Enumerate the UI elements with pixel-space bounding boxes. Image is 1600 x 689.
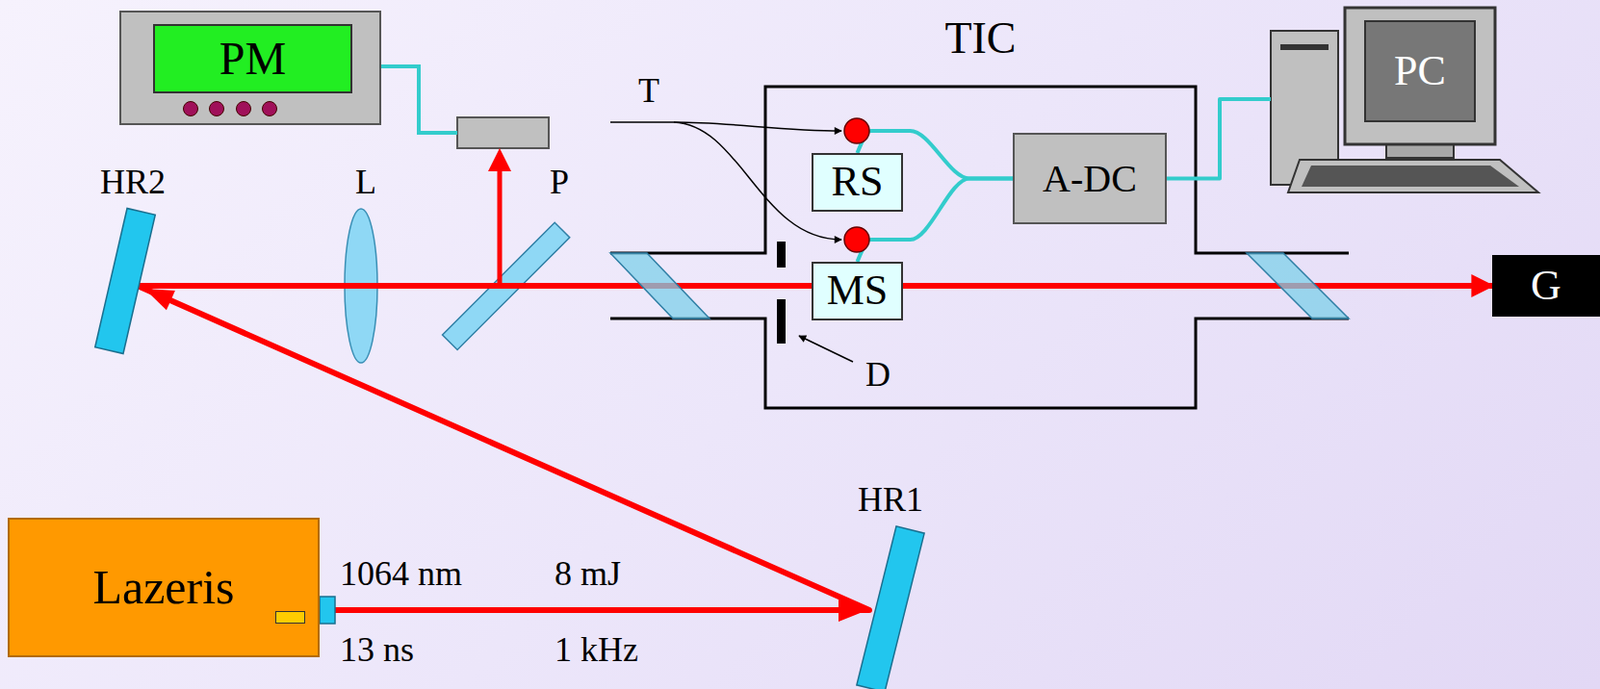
meter-knob xyxy=(235,101,252,117)
node-label: G xyxy=(1530,261,1562,311)
keyboard xyxy=(1288,159,1539,193)
part-label: D xyxy=(865,355,891,395)
part-label: HR1 xyxy=(857,480,924,520)
computer: PC xyxy=(1270,7,1539,195)
detector-cable xyxy=(381,66,458,133)
thermocouple-junction xyxy=(844,227,870,253)
sensor-box: RS xyxy=(811,153,904,212)
beam-arrowhead xyxy=(838,598,868,622)
data-cable xyxy=(1166,99,1271,180)
laser-parameter: 1064 nm xyxy=(339,554,463,594)
monitor xyxy=(1344,7,1496,145)
power-meter: PM xyxy=(119,10,382,126)
monitor-stand xyxy=(1386,142,1454,158)
leader-line xyxy=(610,122,842,131)
monitor-screen xyxy=(1365,21,1475,122)
laser-parameter: 13 ns xyxy=(339,630,414,671)
pc-drive xyxy=(1280,44,1329,51)
meter-knob xyxy=(182,101,199,117)
thermocouple-junction xyxy=(844,118,870,144)
meter-knob xyxy=(261,101,278,117)
converter-box: A-DC xyxy=(1012,132,1167,225)
part-label: L xyxy=(355,162,377,203)
laser-indicator xyxy=(275,611,306,624)
keyboard-keys xyxy=(1301,165,1520,187)
mirror xyxy=(856,526,925,689)
chamber: TICRSMSA-DC xyxy=(765,86,1196,409)
beam-dump: G xyxy=(1492,255,1600,317)
exit-window xyxy=(1246,253,1349,319)
aperture-blade xyxy=(776,241,786,268)
reflected-beam xyxy=(497,165,503,286)
meter-knob xyxy=(208,101,225,117)
lens xyxy=(344,208,378,363)
node-label: PC xyxy=(1365,21,1475,122)
node-label: A-DC xyxy=(1042,156,1137,202)
chamber-outline xyxy=(610,86,1349,409)
mirror xyxy=(95,208,156,355)
laser-box: Lazeris xyxy=(7,517,320,658)
leader-line xyxy=(799,335,853,362)
beam-arrowhead xyxy=(144,288,176,310)
part-label: T xyxy=(638,71,660,111)
laser-parameter: 1 kHz xyxy=(554,630,639,671)
node-label: PM xyxy=(153,24,353,94)
node-label: TIC xyxy=(765,13,1196,65)
detector-head xyxy=(457,117,549,149)
beam-arrowhead xyxy=(488,148,512,172)
laser-parameter: 8 mJ xyxy=(554,554,621,594)
node-label: RS xyxy=(831,157,884,207)
aperture-blade xyxy=(776,299,786,344)
laser-beam xyxy=(137,285,1493,611)
pc-tower xyxy=(1270,30,1339,185)
sensor-box: MS xyxy=(811,261,904,321)
splitter-plate xyxy=(442,222,570,350)
entrance-window xyxy=(610,253,710,319)
laser-aperture xyxy=(319,596,336,624)
node-label: MS xyxy=(826,266,889,316)
part-label: HR2 xyxy=(100,162,166,203)
part-label: P xyxy=(549,162,569,203)
node-label: Lazeris xyxy=(92,560,234,617)
